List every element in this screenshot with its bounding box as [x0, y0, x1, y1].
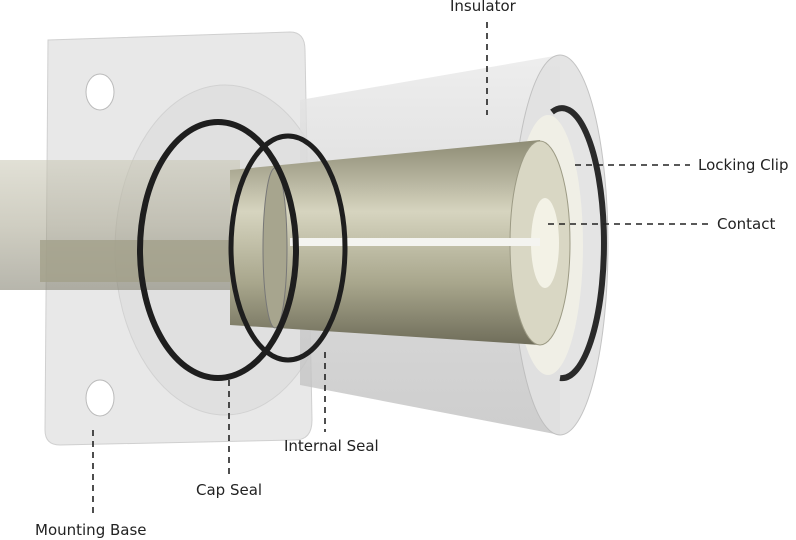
label-internal-seal: Internal Seal — [284, 437, 379, 455]
label-cap-seal: Cap Seal — [196, 481, 263, 499]
label-locking-clip: Locking Clip — [698, 156, 789, 174]
contact — [230, 140, 571, 346]
internal-seal — [228, 133, 348, 363]
mounting-hole — [85, 379, 115, 417]
mounting-hole — [85, 73, 115, 111]
locking-clip — [550, 105, 607, 382]
label-mounting-base: Mounting Base — [35, 521, 147, 539]
cap-seal — [137, 119, 299, 381]
label-contact: Contact — [717, 215, 776, 233]
label-insulator: Insulator — [450, 0, 516, 15]
